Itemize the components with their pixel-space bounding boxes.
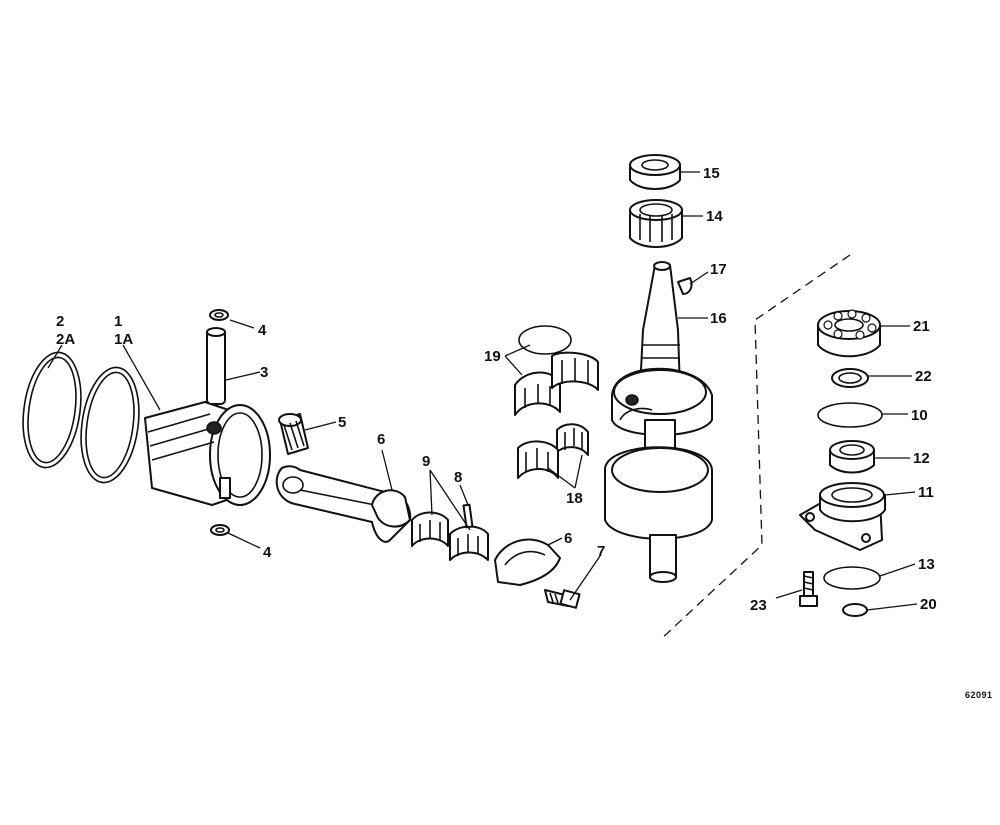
bearing-cage-19b	[551, 351, 599, 391]
callout-8: 8	[454, 469, 462, 486]
callout-9: 9	[422, 453, 430, 470]
pin-retainer-bottom	[210, 524, 230, 536]
piston-ring-2	[22, 351, 82, 469]
rod-bearing-cage-lower	[449, 525, 489, 561]
callout-21: 21	[913, 318, 930, 335]
callout-19: 19	[484, 348, 501, 365]
callout-1: 1	[114, 313, 122, 330]
callout-2a: 2A	[56, 331, 75, 348]
bearing-cage-19a	[514, 371, 561, 416]
callout-23: 23	[750, 597, 767, 614]
callout-15: 15	[703, 165, 720, 182]
callout-3: 3	[260, 364, 268, 381]
dowel-pin	[462, 503, 474, 529]
callout-16: 16	[710, 310, 727, 327]
bearing-cage-18b	[517, 440, 559, 479]
ball-bearing	[817, 309, 881, 358]
callout-12: 12	[913, 450, 930, 467]
upper-roller-bearing	[629, 199, 683, 248]
callout-2: 2	[56, 313, 64, 330]
piston	[144, 401, 271, 506]
callout-7: 7	[597, 543, 605, 560]
seal-ring-20	[842, 603, 868, 617]
callout-1a: 1A	[114, 331, 133, 348]
o-ring-13	[823, 566, 881, 590]
retaining-ring-22	[831, 368, 869, 388]
wrist-pin-bearing	[278, 413, 309, 455]
callout-6-rod: 6	[377, 431, 385, 448]
callout-10: 10	[911, 407, 928, 424]
rod-bearing-cage-upper	[411, 511, 449, 547]
pin-retainer-top	[209, 309, 229, 321]
crankshaft	[604, 261, 713, 583]
lower-seal	[829, 440, 875, 474]
callout-14: 14	[706, 208, 723, 225]
retaining-ring-19	[518, 325, 572, 355]
connecting-rod	[275, 465, 412, 543]
callout-20: 20	[920, 596, 937, 613]
callout-18: 18	[566, 490, 583, 507]
piston-pin	[206, 327, 226, 405]
rod-cap	[494, 538, 561, 586]
callout-labels: 2 2A 1 1A 4 3 5 6 4 9 8 6 7 19 18 15 14 …	[56, 165, 937, 614]
assembly-guide-line	[659, 254, 851, 641]
leader-lines	[47, 171, 918, 611]
callout-6-cap: 6	[564, 530, 572, 547]
figure-code: 62091	[965, 690, 993, 700]
callout-17: 17	[710, 261, 727, 278]
callout-13: 13	[918, 556, 935, 573]
housing-bolt	[799, 571, 818, 607]
callout-11: 11	[918, 484, 934, 501]
bearing-housing	[799, 482, 886, 551]
piston-ring-1	[80, 366, 140, 484]
o-ring-10	[817, 402, 883, 428]
callout-5: 5	[338, 414, 346, 431]
callout-4-top: 4	[258, 322, 267, 339]
upper-seal	[629, 154, 681, 190]
callout-22: 22	[915, 368, 932, 385]
bearing-cage-18a	[556, 423, 589, 456]
callout-4-bottom: 4	[263, 544, 272, 561]
woodruff-key	[677, 277, 693, 295]
